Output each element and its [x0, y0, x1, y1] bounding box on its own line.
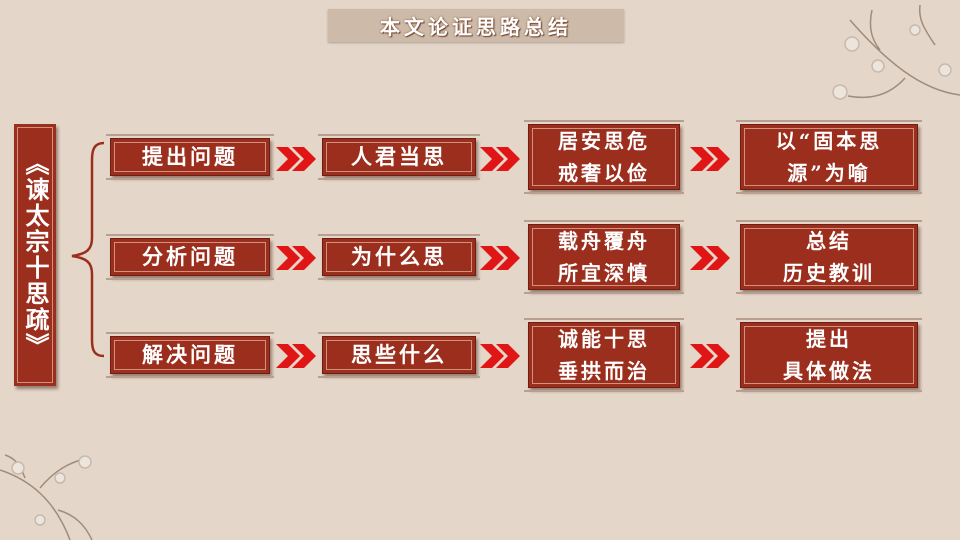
- point-label: 诚能十思 垂拱而治: [558, 323, 650, 387]
- result-box: 以“固本思 源”为喻: [740, 124, 918, 190]
- result-label: 提出 具体做法: [783, 323, 875, 387]
- double-arrow-icon: [690, 344, 730, 368]
- step-label: 思些什么: [351, 339, 447, 371]
- result-label: 总结 历史教训: [783, 225, 875, 289]
- stage-box-solve-question: 解决问题: [110, 336, 270, 374]
- stage-box-analyze-question: 分析问题: [110, 238, 270, 276]
- stage-label: 提出问题: [142, 141, 238, 173]
- result-label: 以“固本思 源”为喻: [776, 125, 883, 189]
- step-box: 思些什么: [322, 336, 476, 374]
- double-arrow-icon: [480, 344, 520, 368]
- point-box: 载舟覆舟 所宜深慎: [528, 224, 680, 290]
- result-box: 总结 历史教训: [740, 224, 918, 290]
- stage-label: 分析问题: [142, 241, 238, 273]
- double-arrow-icon: [276, 246, 316, 270]
- double-arrow-icon: [276, 147, 316, 171]
- double-arrow-icon: [690, 246, 730, 270]
- step-label: 人君当思: [351, 141, 447, 173]
- step-box: 为什么思: [322, 238, 476, 276]
- double-arrow-icon: [480, 246, 520, 270]
- double-arrow-icon: [690, 147, 730, 171]
- result-box: 提出 具体做法: [740, 322, 918, 388]
- double-arrow-icon: [480, 147, 520, 171]
- brace-connector: [72, 143, 104, 356]
- step-box: 人君当思: [322, 138, 476, 176]
- stage-label: 解决问题: [142, 339, 238, 371]
- point-label: 载舟覆舟 所宜深慎: [558, 225, 650, 289]
- double-arrow-icon: [276, 344, 316, 368]
- step-label: 为什么思: [351, 241, 447, 273]
- point-box: 居安思危 戒奢以俭: [528, 124, 680, 190]
- point-label: 居安思危 戒奢以俭: [558, 125, 650, 189]
- point-box: 诚能十思 垂拱而治: [528, 322, 680, 388]
- stage-box-raise-question: 提出问题: [110, 138, 270, 176]
